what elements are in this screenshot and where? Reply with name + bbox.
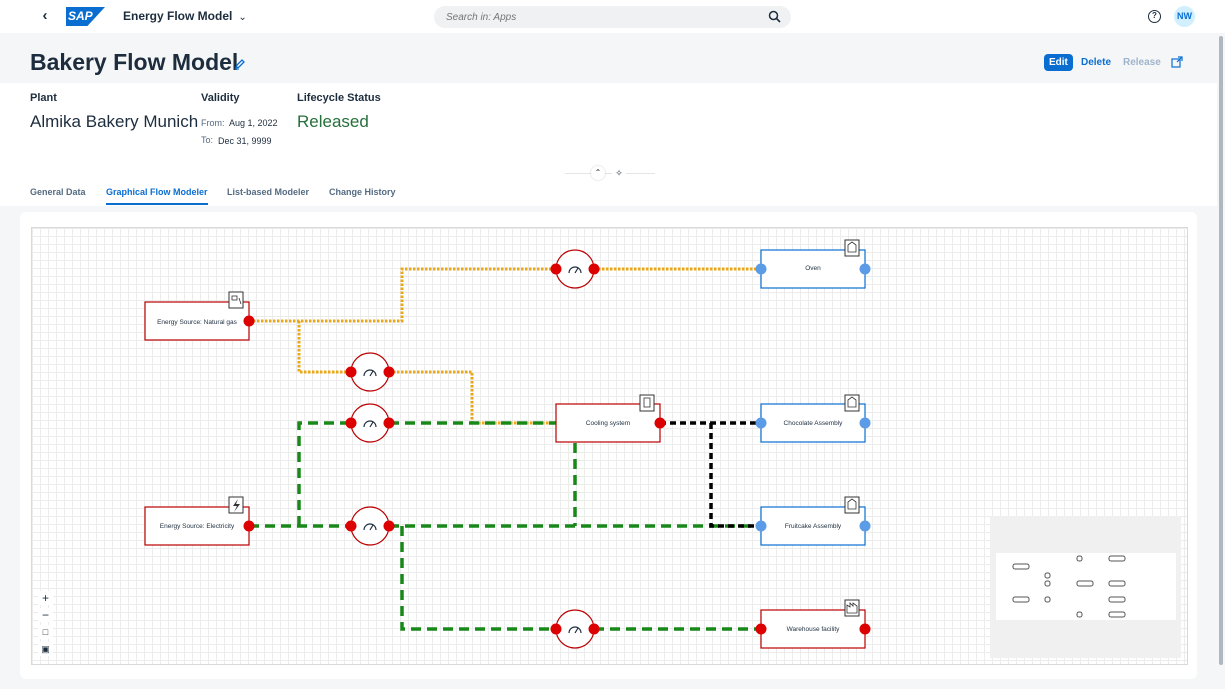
node-chocolate-assembly[interactable]: Chocolate Assembly — [760, 394, 866, 443]
gas-line-to-cooling — [297, 321, 556, 425]
gauge-icon[interactable] — [350, 352, 390, 392]
gauge-icon[interactable] — [350, 506, 390, 546]
node-warehouse-facility[interactable]: Warehouse facility — [760, 599, 866, 649]
node-fruitcake-assembly-label: Fruitcake Assembly — [785, 523, 842, 530]
tab-graphical-flow-modeler[interactable]: Graphical Flow Modeler — [106, 187, 208, 205]
cooling-line-to-fruitcake — [709, 423, 761, 528]
plant-label: Plant — [30, 92, 57, 104]
from-label: From: — [201, 118, 225, 128]
app-title-menu[interactable]: Energy Flow Model ⌄ — [123, 9, 247, 23]
collapse-header-icon[interactable]: ⌃ — [591, 166, 605, 180]
gauge-icon[interactable] — [555, 249, 595, 289]
edit-title-icon[interactable] — [234, 58, 246, 70]
overview-icon[interactable]: ▣ — [38, 642, 53, 656]
building-icon — [844, 239, 860, 257]
app-title: Energy Flow Model — [123, 9, 233, 23]
from-value: Aug 1, 2022 — [229, 118, 278, 128]
node-electricity[interactable]: Energy Source: Electricity — [144, 496, 250, 546]
gauge-icon[interactable] — [350, 403, 390, 443]
share-icon[interactable] — [1171, 56, 1183, 68]
back-arrow-icon[interactable]: ‹ — [42, 7, 48, 24]
chevron-down-icon: ⌄ — [238, 12, 247, 23]
lifecycle-status-label: Lifecycle Status — [297, 92, 381, 104]
electricity-line-to-warehouse — [400, 526, 761, 631]
lightning-icon — [228, 496, 244, 514]
delete-button[interactable]: Delete — [1081, 57, 1112, 68]
title-bar — [0, 33, 1217, 83]
zoom-out-icon[interactable]: − — [38, 608, 53, 622]
cooling-unit-icon — [639, 394, 655, 412]
edit-button[interactable]: Edit — [1044, 54, 1073, 71]
gas-line-to-oven — [249, 267, 761, 323]
tab-bar: General Data Graphical Flow Modeler List… — [0, 182, 1217, 206]
page-title: Bakery Flow Model — [30, 49, 239, 75]
node-cooling-system-label: Cooling system — [586, 420, 630, 427]
output-ports — [243, 263, 871, 635]
header-divider — [565, 173, 655, 174]
node-natural-gas-label: Energy Source: Natural gas — [157, 319, 238, 326]
search-input[interactable] — [434, 6, 734, 28]
page-scrollbar-thumb[interactable] — [1219, 36, 1223, 665]
electricity-line-to-cooling — [297, 421, 556, 526]
tab-list-based-modeler[interactable]: List-based Modeler — [227, 187, 310, 197]
input-ports — [755, 263, 871, 532]
node-electricity-label: Energy Source: Electricity — [160, 523, 235, 530]
to-value: Dec 31, 9999 — [218, 136, 272, 146]
node-warehouse-facility-label: Warehouse facility — [787, 626, 841, 633]
gas-pump-icon — [228, 291, 244, 309]
building-icon — [844, 394, 860, 412]
fit-to-screen-icon[interactable]: □ — [38, 625, 53, 639]
building-icon — [844, 496, 860, 514]
zoom-in-icon[interactable]: + — [38, 591, 53, 605]
to-label: To: — [201, 135, 214, 145]
node-oven-label: Oven — [805, 265, 821, 272]
node-cooling-system[interactable]: Cooling system — [555, 394, 661, 443]
pin-header-icon[interactable]: ✧ — [612, 166, 626, 180]
gauge-icon[interactable] — [555, 609, 595, 649]
object-header: Bakery Flow Model Edit Delete Release Pl… — [0, 33, 1217, 206]
release-button[interactable]: Release — [1123, 57, 1161, 68]
validity-label: Validity — [201, 92, 240, 104]
node-chocolate-assembly-label: Chocolate Assembly — [784, 420, 844, 427]
tab-general-data[interactable]: General Data — [30, 187, 86, 197]
lifecycle-status-value: Released — [297, 112, 369, 131]
minimap-viewport[interactable] — [996, 553, 1176, 620]
tab-change-history[interactable]: Change History — [329, 187, 396, 197]
minimap-preview — [1012, 555, 1126, 618]
help-icon[interactable]: ? — [1148, 10, 1161, 23]
shell-bar: ‹ SAP Energy Flow Model⌄ ? NW — [0, 0, 1225, 33]
node-oven[interactable]: Oven — [760, 239, 866, 289]
search-field[interactable] — [434, 6, 791, 28]
node-natural-gas[interactable]: Energy Source: Natural gas — [144, 291, 250, 341]
plant-value: Almika Bakery Munich — [30, 112, 199, 131]
factory-icon — [844, 599, 860, 617]
avatar[interactable]: NW — [1174, 6, 1195, 27]
search-icon[interactable] — [768, 10, 781, 23]
node-fruitcake-assembly[interactable]: Fruitcake Assembly — [760, 496, 866, 546]
